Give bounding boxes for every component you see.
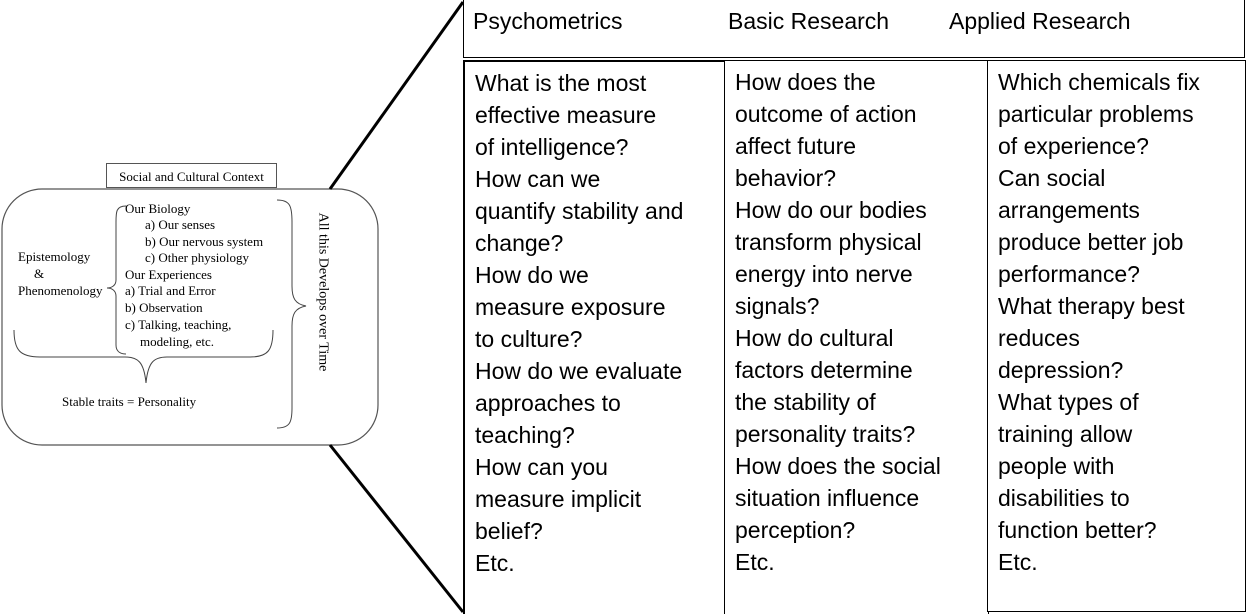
context-label: Social and Cultural Context: [106, 163, 277, 188]
biology-title: Our Biology: [125, 201, 191, 216]
question-line: arrangements: [998, 197, 1140, 223]
question-line: How can we: [475, 166, 601, 192]
experiences-item: a) Trial and Error: [125, 283, 216, 298]
question-line: teaching?: [475, 422, 575, 448]
question-line: disabilities to: [998, 485, 1130, 511]
right-brace: [276, 199, 307, 429]
question-line: energy into nerve: [735, 261, 913, 287]
experiences-item: b) Observation: [125, 300, 203, 315]
model-rounded-box: [1, 188, 379, 446]
question-line: change?: [475, 230, 564, 256]
question-line: perception?: [735, 517, 856, 543]
column-applied-research: Which chemicals fix particular problems of…: [987, 60, 1246, 612]
question-line: Etc.: [735, 549, 775, 575]
question-line: What therapy best: [998, 293, 1185, 319]
zoom-line-top: [328, 1, 465, 190]
bottom-brace: [13, 329, 274, 384]
question-line: Which chemicals fix: [998, 69, 1200, 95]
epistemology-line-3: Phenomenology: [18, 283, 103, 298]
question-line: to culture?: [475, 326, 583, 352]
header-basic-research: Basic Research: [728, 8, 890, 34]
question-line: Etc.: [998, 549, 1038, 575]
question-line: transform physical: [735, 229, 922, 255]
question-line: effective measure: [475, 102, 657, 128]
question-line: signals?: [735, 293, 820, 319]
question-line: How do we: [475, 262, 589, 288]
question-line: Can social: [998, 165, 1106, 191]
header-applied-research: Applied Research: [949, 8, 1131, 34]
question-line: people with: [998, 453, 1115, 479]
question-line: measure exposure: [475, 294, 666, 320]
epistemology-line-2: &: [34, 266, 45, 281]
question-line: outcome of action: [735, 101, 917, 127]
left-brace: [106, 205, 127, 355]
question-line: What is the most: [475, 70, 647, 96]
question-line: Etc.: [475, 550, 515, 576]
question-line: How does the social: [735, 453, 941, 479]
epistemology-line-1: Epistemology: [18, 249, 91, 264]
question-line: factors determine: [735, 357, 913, 383]
question-line: depression?: [998, 357, 1124, 383]
biology-item: a) Our senses: [145, 217, 216, 232]
experiences-item: c) Talking, teaching,: [125, 317, 232, 332]
table-header: Psychometrics Basic Research Applied Res…: [463, 0, 1245, 58]
question-line: approaches to: [475, 390, 621, 416]
question-line: of intelligence?: [475, 134, 629, 160]
question-line: situation influence: [735, 485, 920, 511]
question-line: How do cultural: [735, 325, 894, 351]
question-line: behavior?: [735, 165, 837, 191]
column-psychometrics: What is the most effective measure of inte…: [463, 60, 726, 614]
question-line: How do our bodies: [735, 197, 927, 223]
question-line: training allow: [998, 421, 1133, 447]
question-line: How do we evaluate: [475, 358, 683, 384]
develops-over-time-label: All this Develops over Time: [315, 212, 331, 372]
question-line: quantify stability and: [475, 198, 684, 224]
question-line: reduces: [998, 325, 1080, 351]
question-line: the stability of: [735, 389, 876, 415]
header-psychometrics: Psychometrics: [473, 8, 623, 34]
question-line: particular problems: [998, 101, 1194, 127]
question-line: How does the: [735, 69, 876, 95]
question-line: of experience?: [998, 133, 1149, 159]
column-basic-research: How does the outcome of action affect futu…: [725, 60, 989, 614]
experiences-item: modeling, etc.: [140, 334, 215, 349]
biology-item: c) Other physiology: [145, 250, 249, 265]
question-line: personality traits?: [735, 421, 916, 447]
experiences-title: Our Experiences: [125, 267, 212, 282]
question-line: measure implicit: [475, 486, 642, 512]
stable-traits-label: Stable traits = Personality: [62, 394, 197, 409]
question-line: performance?: [998, 261, 1140, 287]
biology-item: b) Our nervous system: [145, 234, 264, 249]
question-line: What types of: [998, 389, 1139, 415]
question-line: affect future: [735, 133, 857, 159]
question-line: produce better job: [998, 229, 1184, 255]
zoom-line-bottom: [328, 444, 465, 613]
question-line: belief?: [475, 518, 543, 544]
question-line: function better?: [998, 517, 1157, 543]
question-line: How can you: [475, 454, 608, 480]
